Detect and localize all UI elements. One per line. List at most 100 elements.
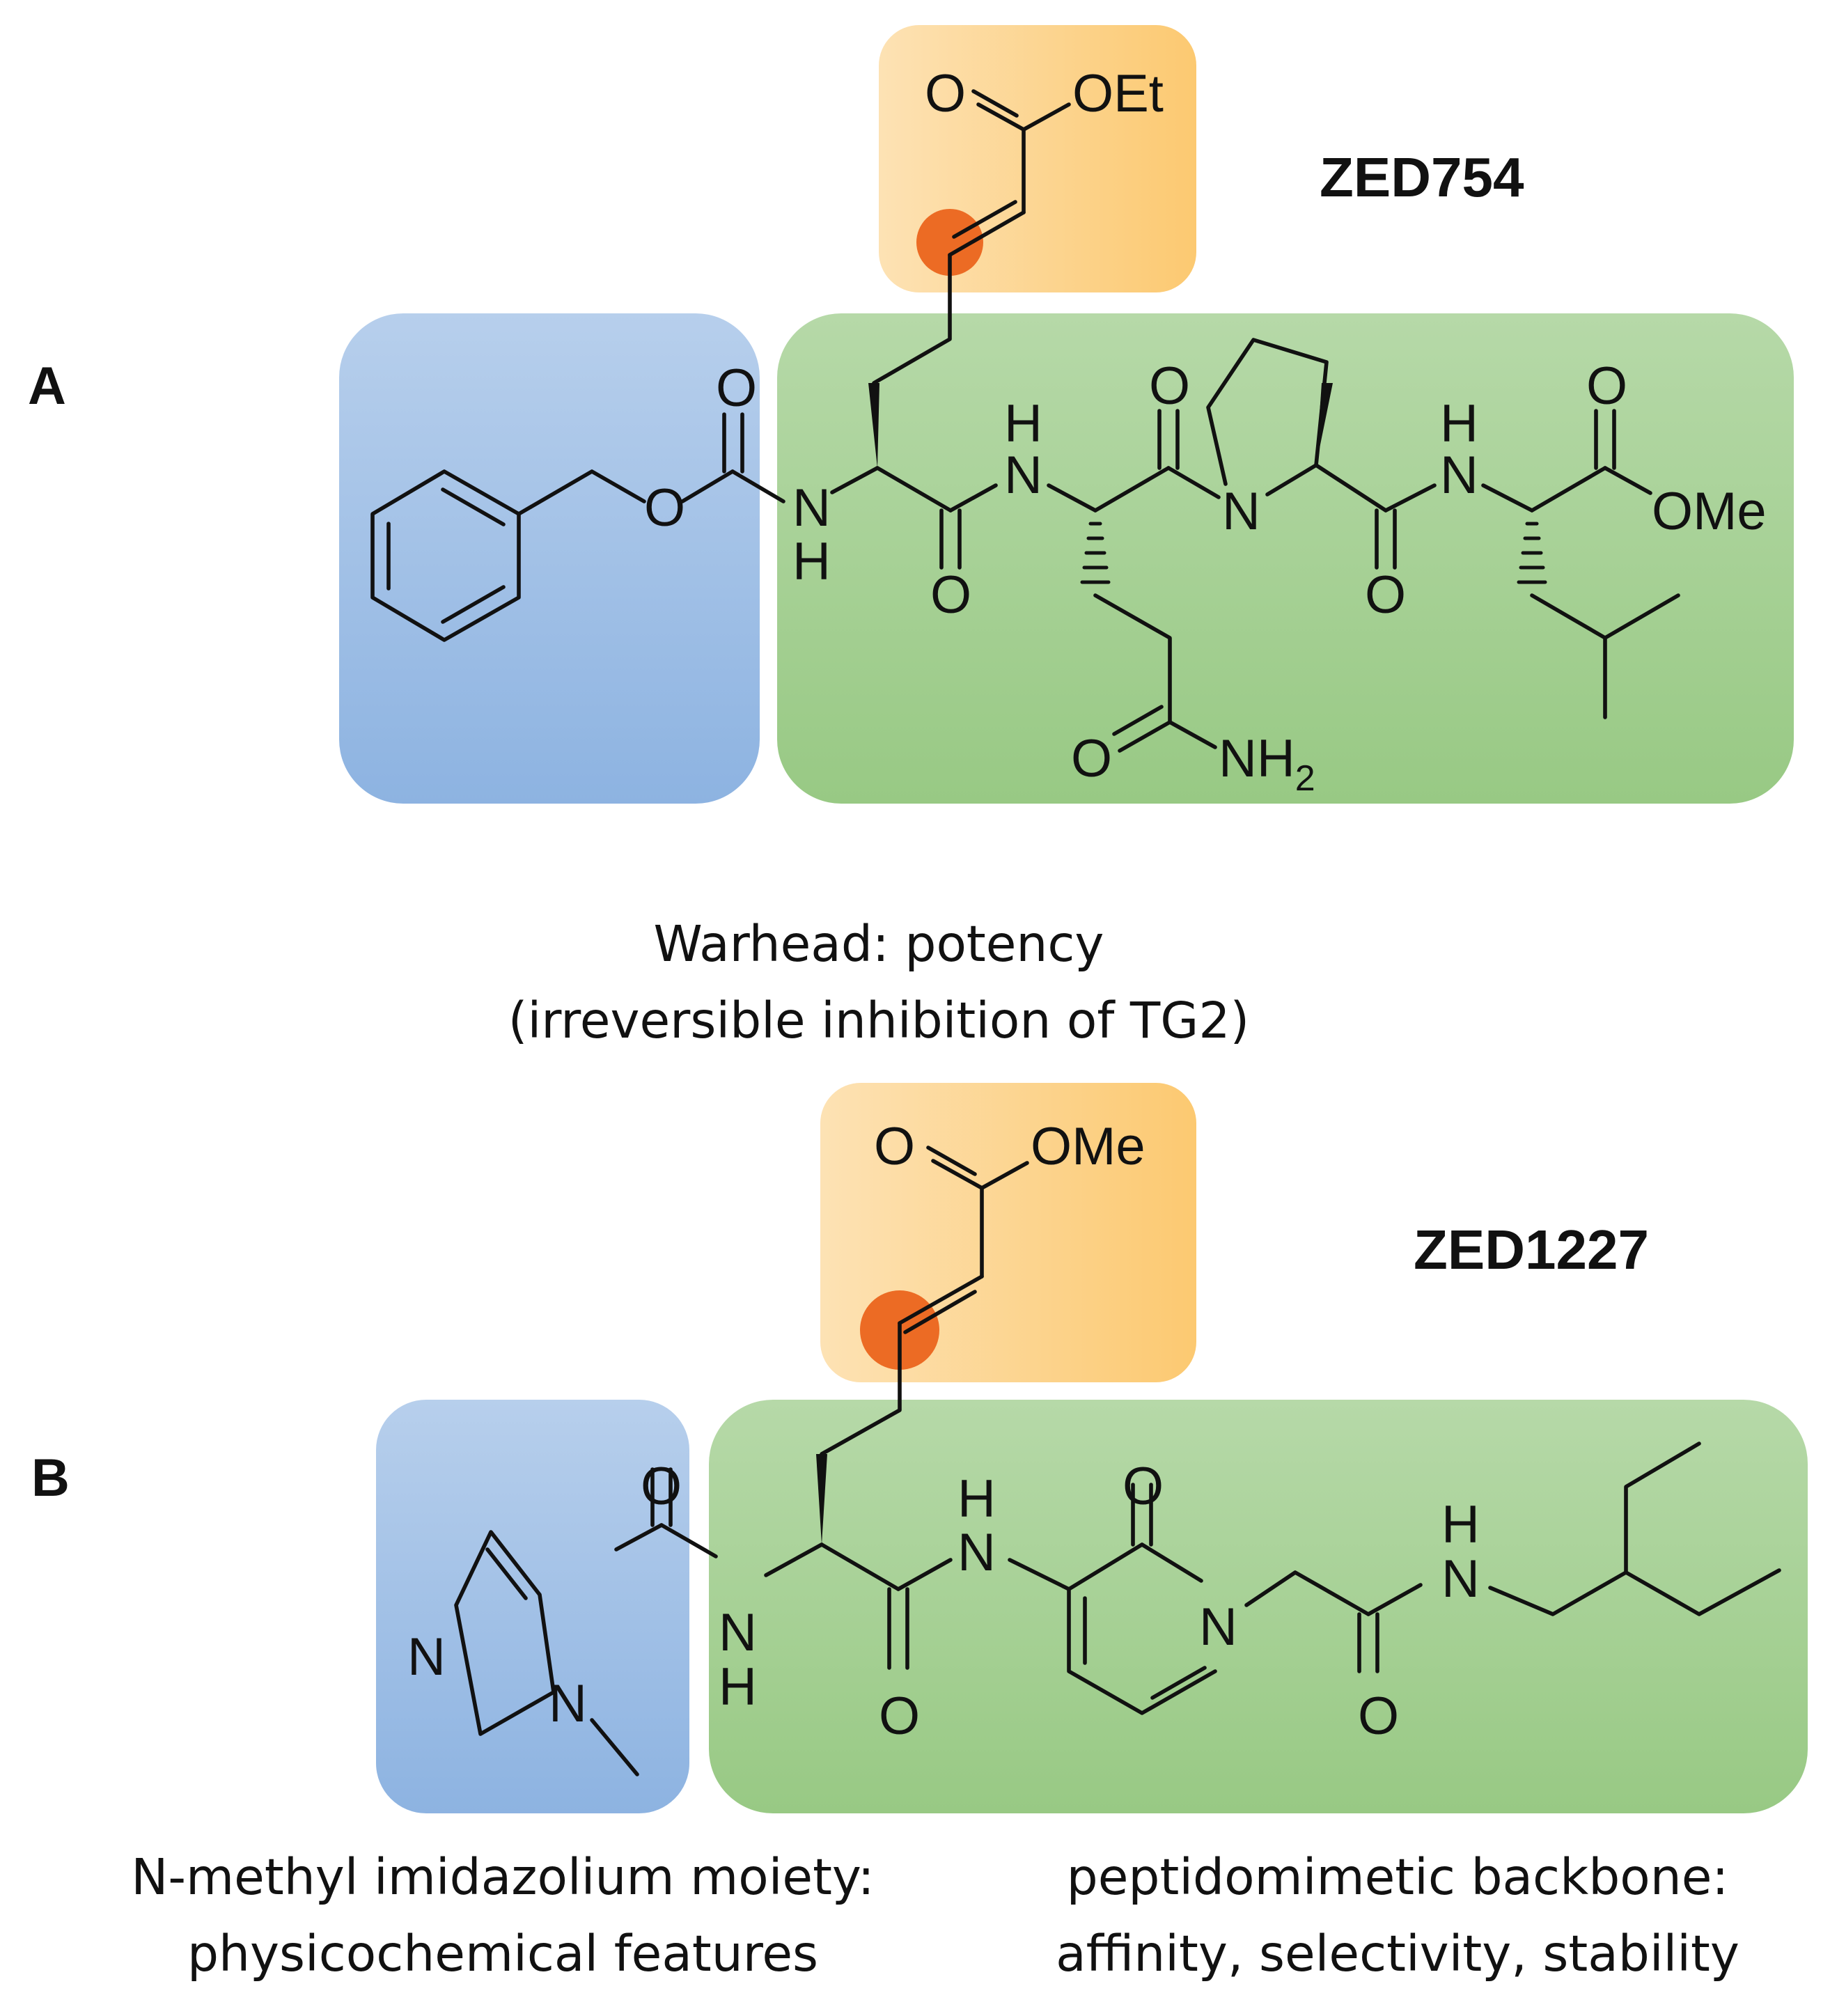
- capping-caption-line1: N-methyl imidazolium moiety:: [131, 1848, 874, 1906]
- gln-side-o: O: [1071, 729, 1112, 788]
- reactive-site-a: [916, 209, 983, 276]
- ester-carbonyl-o-b: O: [874, 1117, 915, 1176]
- imid-n3: N: [407, 1627, 446, 1687]
- pyridone-n: N: [1199, 1597, 1237, 1657]
- leu-branch: [1603, 593, 1680, 640]
- benzene-double-bond-1: [441, 487, 506, 526]
- backbone-box-a: [777, 313, 1794, 804]
- wedge-bond-pro: [1316, 383, 1333, 465]
- gln-nh-text: NH: [1219, 729, 1295, 788]
- pyridone-ring: [1067, 1542, 1217, 1715]
- imid-c-amide: [614, 1523, 664, 1552]
- nh3-n-a: N: [1440, 446, 1478, 505]
- amide-o-b: O: [641, 1457, 682, 1516]
- side-chain-a1: [872, 253, 952, 385]
- panel-a: A ZED754 O O N H O OEt O: [28, 25, 1794, 804]
- imidazole-double-1: [485, 1547, 528, 1600]
- pro-carbonyl-o: O: [1365, 565, 1406, 625]
- warhead-caption-line1: Warhead: potency: [654, 915, 1104, 973]
- cbz-o-c-bond: [680, 469, 735, 503]
- backbone-caption-line1: peptidomimetic backbone:: [1067, 1848, 1729, 1906]
- cbz-c-n-bond: [730, 469, 785, 503]
- pyridone-ring-top: [1140, 1542, 1203, 1583]
- nh3-n-b: N: [1441, 1549, 1480, 1609]
- res1-carbonyl-o-b: O: [879, 1687, 920, 1746]
- panel-b: B ZED1227 O OMe N N O N H O: [31, 1083, 1808, 1813]
- cbz-linker: [517, 469, 646, 516]
- ester-carbonyl-2-b: [926, 1146, 977, 1176]
- pyridone-o: O: [1123, 1457, 1164, 1516]
- res1-c-n2-a: [948, 483, 998, 513]
- gly-carbonyl-o: O: [1358, 1687, 1399, 1746]
- nh1-h-a: H: [792, 532, 831, 591]
- gln-carbonyl-2: [1112, 705, 1164, 736]
- res1-c-n2-b: [896, 1558, 953, 1591]
- vinyl-double-a: [952, 200, 1017, 239]
- vinyl-single-b: [898, 1274, 984, 1325]
- ethylbutyl-branch: [1624, 1441, 1701, 1574]
- nh3-calpha-bond-a: [1481, 483, 1534, 513]
- gly-linker: [1244, 1570, 1370, 1616]
- nh2-calpha-bond-a: [1047, 483, 1097, 513]
- res2-c-pro-n: [1166, 466, 1221, 499]
- res1-carbonyl-o-a: O: [930, 565, 971, 625]
- capping-caption-line2: physicochemical features: [187, 1925, 818, 1983]
- hashed-bond-a2: [1080, 522, 1111, 584]
- res2-carbonyl-o-a: O: [1149, 357, 1190, 416]
- ester-c-o-single-b: [980, 1161, 1029, 1190]
- gln-nh2-subscript: 2: [1295, 758, 1315, 799]
- nh2-h-a: H: [1004, 394, 1042, 453]
- imid-n-methyl: [590, 1718, 639, 1776]
- amide-c-n1-b: [659, 1523, 718, 1558]
- vinyl-single-a: [948, 210, 1026, 257]
- cbz-ether-o: O: [644, 478, 685, 538]
- gln-side-nh2: NH2: [1219, 729, 1315, 799]
- res1-calpha-c-a: [875, 466, 953, 513]
- side-chain-b1: [820, 1321, 902, 1456]
- nh2-n-b: N: [957, 1523, 996, 1582]
- nh1-n-a: N: [792, 478, 831, 538]
- nh1-n-b: N: [719, 1603, 757, 1662]
- nh2-h-b: H: [957, 1469, 996, 1529]
- nh3-h-a: H: [1440, 394, 1478, 453]
- wedge-bond-b1: [816, 1454, 827, 1545]
- pyridone-double-2: [1150, 1666, 1207, 1700]
- imid-n1: N: [549, 1674, 587, 1733]
- warhead-caption-line2: (irreversible inhibition of TG2): [508, 992, 1249, 1049]
- backbone-caption-line2: affinity, selectivity, stability: [1056, 1925, 1739, 1983]
- ester-carbonyl-1-b: [931, 1159, 984, 1190]
- leu-c-ome: [1603, 466, 1652, 495]
- nh1-h-b: H: [719, 1657, 757, 1717]
- nh3-h-b: H: [1441, 1495, 1480, 1554]
- gln-carbonyl-1: [1118, 720, 1172, 753]
- compound-name-zed754: ZED754: [1320, 146, 1524, 208]
- panel-label-a: A: [28, 357, 66, 416]
- pro-calpha-c: [1314, 463, 1388, 513]
- res1-calpha-c-b: [820, 1542, 900, 1591]
- nh1-calpha-bond-a: [830, 466, 879, 494]
- ester-carbonyl-2-a: [971, 89, 1019, 118]
- leu-calpha-c: [1530, 466, 1607, 513]
- ester-carbonyl-o-a: O: [925, 64, 966, 123]
- capping-box-b: [376, 1400, 689, 1813]
- ester-carbonyl-1-a: [976, 102, 1026, 132]
- nh2-n-a: N: [1004, 446, 1042, 505]
- backbone-box-b: [709, 1400, 1808, 1813]
- vinyl-double-b: [903, 1290, 977, 1334]
- cbz-carbonyl-o: O: [716, 359, 757, 418]
- ester-alkoxy-b: OMe: [1031, 1117, 1145, 1176]
- hashed-bond-leu: [1517, 522, 1547, 584]
- nh1-calpha-bond-b: [764, 1542, 824, 1577]
- nh2-pyridone-bond: [1008, 1558, 1071, 1591]
- res2-calpha-c-a: [1093, 466, 1171, 513]
- ester-alkoxy-a: OEt: [1072, 64, 1164, 123]
- gly-c-n3: [1366, 1583, 1423, 1616]
- wedge-bond-a1: [868, 383, 879, 468]
- pro-n: N: [1222, 482, 1260, 541]
- benzene-double-bond-2: [441, 585, 506, 624]
- gln-side-chain: [1093, 593, 1172, 724]
- leu-carbonyl-o: O: [1586, 357, 1627, 416]
- imidazole-ring: [454, 1530, 556, 1736]
- pro-c-n3: [1384, 483, 1437, 513]
